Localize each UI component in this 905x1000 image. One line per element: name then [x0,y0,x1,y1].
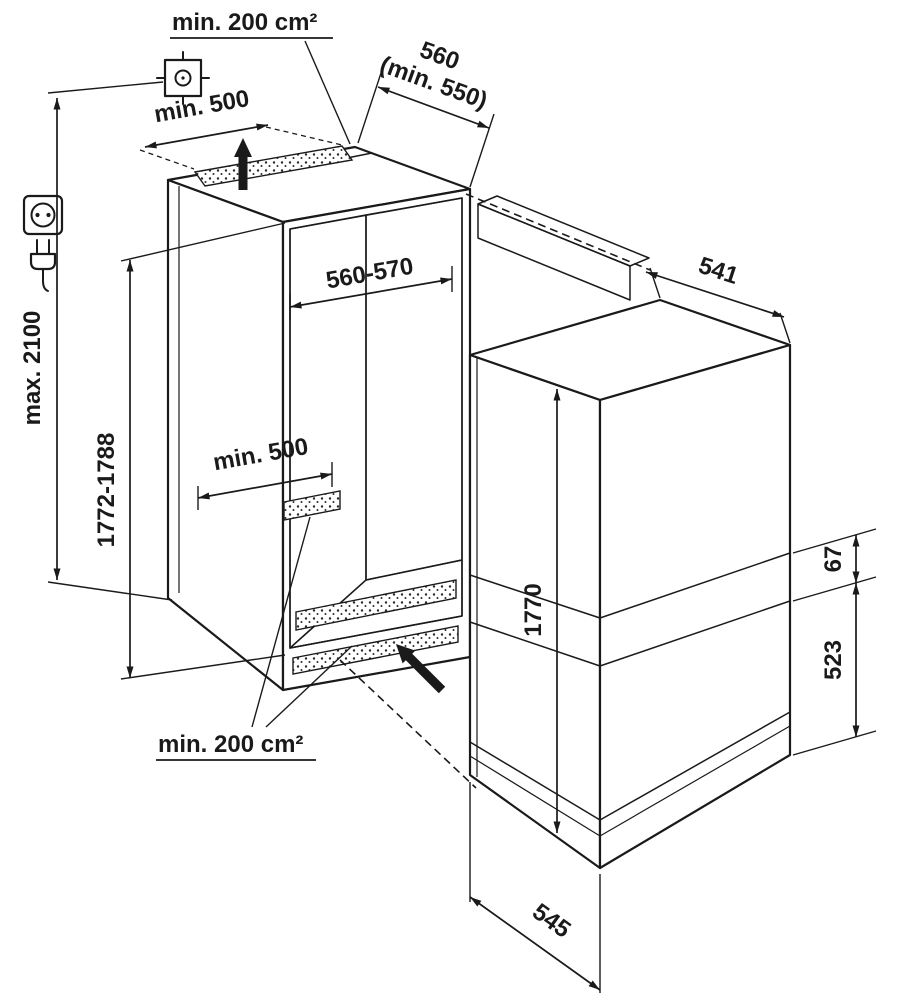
plinth-line-side-2 [599,725,791,837]
dim-line [645,271,785,318]
ext-line [792,576,877,602]
plug-icon [29,239,57,292]
ext-line [792,730,877,756]
ext-line [357,69,383,144]
plinth-line-side [599,711,791,821]
label-appliance-depth-top: 541 [695,252,741,290]
projection-line-top [465,193,651,271]
label-appliance-height: 1770 [520,583,547,636]
callout-vent-area-top: min. 200 cm² [170,9,351,145]
dim-line [289,277,453,309]
dim-line [469,896,601,991]
socket-icon [22,194,64,236]
dim-appliance-height: 1770 [520,389,561,833]
ext-line [47,81,164,94]
top-vent-strip [193,145,354,187]
ext-line [469,113,495,188]
appliance [468,298,792,870]
door-split-side-1 [599,552,791,619]
ext-line [120,222,286,262]
callout-vent-area-bottom: min. 200 cm² [156,516,353,761]
label-appliance-depth-bottom: 545 [527,898,575,943]
mains-position-icon [156,51,210,105]
dim-door-panel-gap: 67 [792,528,877,602]
appliance-side-face [598,343,792,870]
intake-air-arrow [396,644,446,694]
exhaust-air-arrow [234,138,252,190]
label-door-panel-gap: 67 [820,546,847,573]
dim-ceiling-height-max: max. 2100 [19,81,173,601]
ext-line [47,581,173,601]
ext-line [649,267,661,299]
label-lower-door-height: 523 [820,640,847,680]
floor-vent-strip [295,579,457,631]
ext-line [792,528,877,554]
ext-line [120,654,286,680]
dim-niche-height: 1772-1788 [93,222,286,680]
label-vent-area-top: min. 200 cm² [172,9,317,36]
ext-line [779,312,791,344]
projection-line-bottom [339,659,477,789]
dim-line [377,86,490,129]
label-niche-height: 1772-1788 [93,433,120,548]
dim-lower-door-height: 523 [792,583,877,756]
ext-line [139,149,195,170]
leader-line [265,645,353,728]
leader-line [251,516,311,728]
vent-grille-panel [477,195,650,301]
niche-left-wall [166,178,285,692]
label-ceiling-height-max: max. 2100 [19,311,46,426]
door-split-side-2 [599,600,791,667]
leader-line [304,40,351,145]
niche [166,145,472,692]
door-split-front-1 [469,574,601,619]
plinth-line-front-2 [469,755,601,837]
door-split-front-2 [469,621,601,667]
ext-line [265,126,343,146]
plinth-line-front [469,741,601,821]
vent-panel-top-face [477,195,650,267]
vent-panel-front-face [477,203,631,301]
label-vent-area-bottom: min. 200 cm² [158,731,303,758]
dim-line [144,123,269,149]
dim-line [197,472,333,500]
